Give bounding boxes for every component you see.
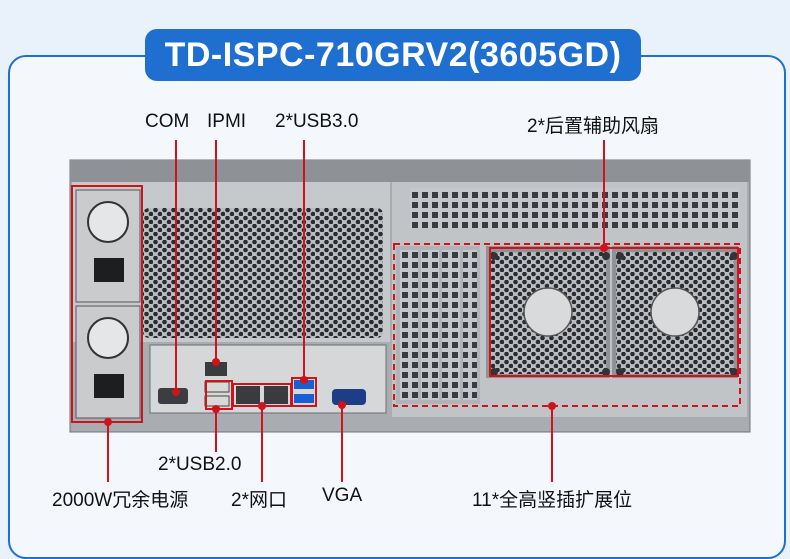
usb30-ports-label: 2*USB3.0 xyxy=(275,111,359,132)
product-title: TD-ISPC-710GRV2(3605GD) xyxy=(145,29,641,81)
ipmi-port-label: IPMI xyxy=(207,111,247,132)
psu-label: 2000W冗余电源 xyxy=(52,490,189,511)
expansion-slots-label: 11*全高竖插扩展位 xyxy=(472,490,633,511)
server-rear-panel-illustration xyxy=(69,140,751,482)
usb20-ports-label: 2*USB2.0 xyxy=(158,454,242,475)
vga-port-label: VGA xyxy=(322,485,363,506)
com-port-label: COM xyxy=(145,111,190,132)
lan-ports-label: 2*网口 xyxy=(231,490,287,511)
rear-fans-label: 2*后置辅助风扇 xyxy=(527,116,659,137)
